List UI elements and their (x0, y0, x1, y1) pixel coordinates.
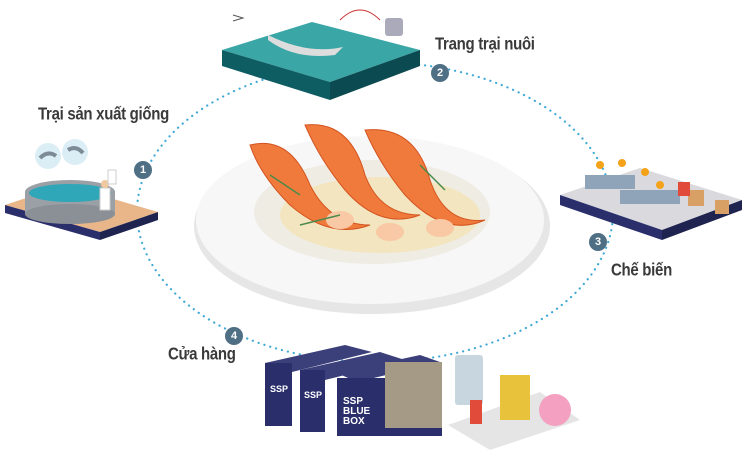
step-badge-3: 3 (589, 233, 607, 251)
hatchery-illustration (5, 139, 158, 240)
product-box: SSP BLUE BOX (337, 355, 442, 436)
product-box: SSP (300, 352, 405, 432)
shrimp-plate (194, 124, 550, 314)
product-box: SSP (265, 345, 372, 426)
farm-illustration (222, 9, 420, 100)
step-badge-4: 4 (225, 327, 243, 345)
step-label-hatchery: Trại sản xuất giống (38, 104, 169, 125)
step-label-store: Cửa hàng (168, 344, 236, 365)
box-brand: SSP (270, 384, 288, 394)
product-boxes: SSP SSP SSP BLUE BOX (265, 345, 442, 436)
step-badge-2: 2 (431, 64, 449, 82)
step-badge-1: 1 (134, 161, 152, 179)
svg-text:SSP: SSP (343, 396, 363, 407)
step-label-farm: Trang trại nuôi (435, 34, 535, 55)
store-illustration (448, 355, 580, 450)
svg-text:BLUE: BLUE (343, 406, 371, 417)
svg-text:BOX: BOX (343, 416, 365, 427)
svg-text:SSP: SSP (304, 390, 322, 400)
processing-illustration (560, 159, 742, 240)
step-label-processing: Chế biến (611, 260, 672, 281)
